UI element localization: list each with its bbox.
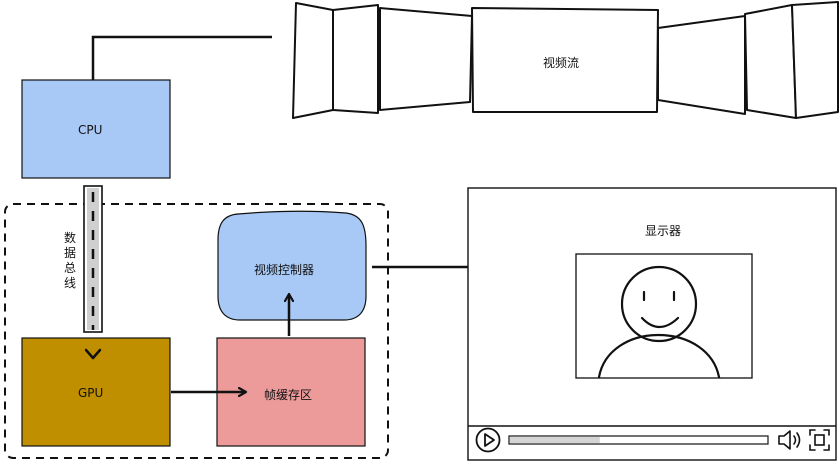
- progress-track: [508, 435, 769, 445]
- video-stream-label: 视频流: [543, 56, 580, 70]
- film-frame: [744, 4, 797, 119]
- video-controller-label: 视频控制器: [254, 263, 315, 277]
- cpu-label: CPU: [78, 123, 103, 137]
- smiley-face-icon: [597, 265, 721, 379]
- film-frame: [292, 2, 334, 119]
- frame-buffer-label: 帧缓存区: [264, 388, 313, 402]
- video-stream-filmstrip: [292, 1, 839, 119]
- monitor-label: 显示器: [645, 224, 682, 238]
- film-frame: [379, 7, 473, 111]
- frame-buffer-box: [216, 337, 366, 447]
- data-bus: [83, 185, 103, 333]
- play-icon[interactable]: [475, 427, 501, 453]
- bus-to-gpu-arrowhead: [84, 348, 102, 360]
- data-bus-label: 数据总线: [63, 231, 76, 290]
- gpu-subsystem-dashed-frame: [4, 203, 389, 459]
- fullscreen-icon[interactable]: [809, 429, 830, 451]
- film-frame: [791, 1, 839, 119]
- cpu-box: [21, 79, 171, 179]
- progress-fill: [509, 436, 600, 444]
- film-frame: [332, 4, 379, 114]
- volume-icon[interactable]: [778, 430, 801, 450]
- video-controller-box: [217, 210, 367, 321]
- gpu-label: GPU: [78, 386, 104, 400]
- film-frame: [657, 15, 746, 115]
- film-frame: [471, 7, 659, 113]
- progress-bar[interactable]: [508, 435, 769, 445]
